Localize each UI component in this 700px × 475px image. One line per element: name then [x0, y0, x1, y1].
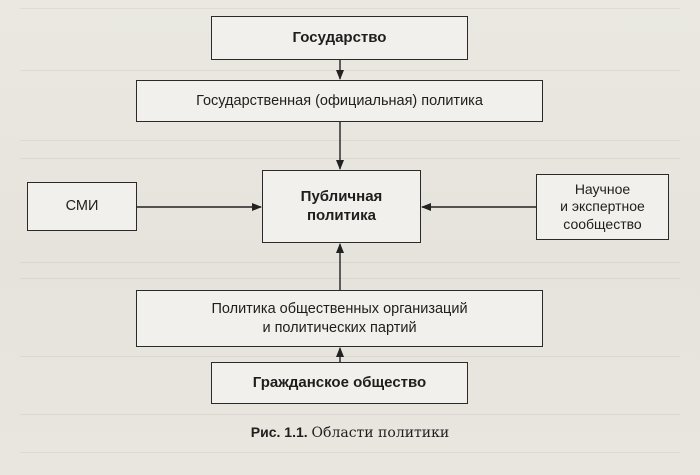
node-public-policy-line-2: политика — [306, 206, 376, 224]
node-public-org-policy-line-1: Политика общественных организаций — [211, 301, 468, 318]
node-public-policy: Публичная политика — [262, 170, 421, 243]
background-texture — [20, 414, 680, 415]
figure-caption-label: Рис. 1.1. — [250, 424, 308, 440]
background-texture — [20, 278, 680, 279]
node-expert-community: Научное и экспертное сообщество — [536, 174, 669, 240]
node-public-policy-line-1: Публичная — [300, 187, 383, 205]
node-civil-society: Гражданское общество — [211, 362, 468, 404]
background-texture — [20, 262, 680, 263]
node-expert-community-line-3: сообщество — [563, 215, 642, 232]
figure-caption-text: Области политики — [311, 425, 450, 441]
background-texture — [20, 158, 680, 159]
node-state-policy-label: Государственная (официальная) политика — [196, 92, 483, 109]
background-texture — [20, 452, 680, 453]
figure-caption: Рис. 1.1. Области политики — [0, 424, 700, 441]
node-media-label: СМИ — [65, 198, 99, 215]
node-state: Государство — [211, 16, 468, 60]
background-texture — [20, 70, 680, 71]
node-expert-community-line-2: и экспертное — [560, 198, 645, 215]
node-state-policy: Государственная (официальная) политика — [136, 80, 543, 122]
node-public-org-policy-line-2: и политических партий — [262, 319, 417, 336]
background-texture — [20, 356, 680, 357]
node-state-label: Государство — [292, 28, 387, 46]
background-texture — [20, 140, 680, 141]
node-civil-society-label: Гражданское общество — [252, 373, 427, 391]
background-texture — [20, 8, 680, 9]
node-media: СМИ — [27, 182, 137, 231]
node-expert-community-line-1: Научное — [574, 180, 631, 197]
node-public-org-policy: Политика общественных организаций и поли… — [136, 290, 543, 347]
